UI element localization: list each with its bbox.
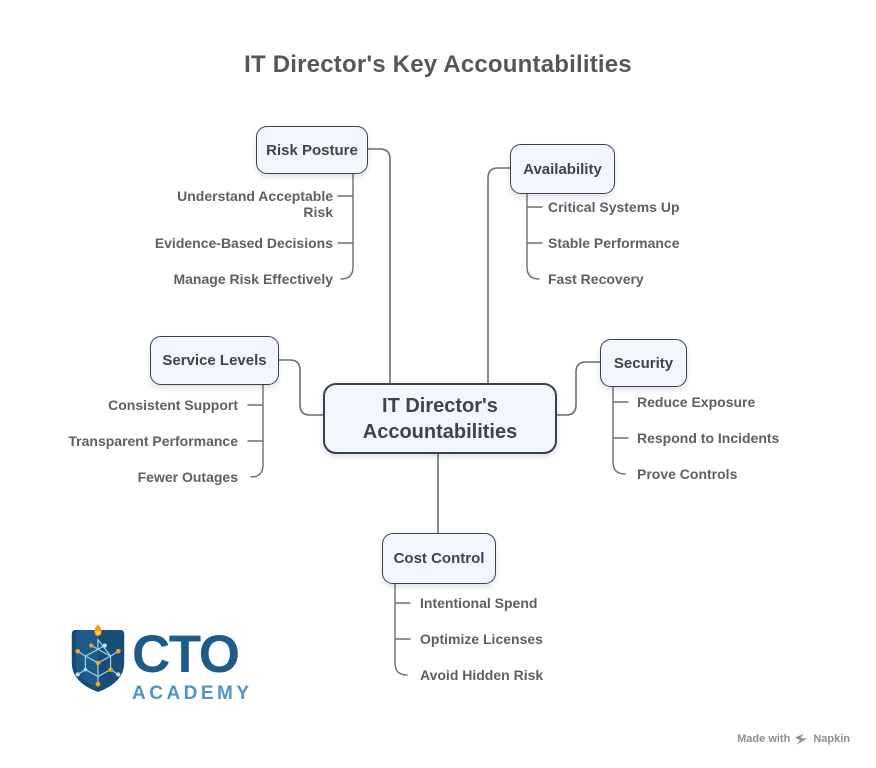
sub-item: Fast Recovery (548, 271, 644, 287)
center-node: IT Director's Accountabilities (323, 383, 557, 454)
connector-availability (487, 167, 511, 384)
logo-wordmark: CTO ACADEMY (132, 628, 253, 703)
sub-item: Manage Risk Effectively (173, 271, 333, 287)
sub-item: Consistent Support (108, 397, 238, 413)
spine-security (612, 384, 629, 475)
branch-node-risk-posture: Risk Posture (256, 126, 368, 174)
logo-line-academy: ACADEMY (132, 683, 253, 704)
connector-risk-posture (365, 148, 391, 384)
sub-item: Optimize Licenses (420, 631, 543, 647)
branch-node-service-levels: Service Levels (150, 336, 279, 385)
made-with-text: Made with (737, 733, 791, 745)
branch-node-security: Security (600, 339, 687, 387)
circuit-shield-icon (71, 624, 125, 692)
sub-item: Respond to Incidents (637, 430, 780, 446)
logo-line-cto: CTO (132, 625, 240, 684)
sub-item: Avoid Hidden Risk (420, 667, 544, 683)
cto-academy-logo: CTO ACADEMY (68, 620, 278, 710)
branch-label: Availability (523, 160, 602, 178)
diagram-title: IT Director's Key Accountabilities (244, 51, 632, 78)
sub-item: Transparent Performance (68, 433, 238, 449)
spine-risk-posture (337, 171, 354, 280)
branch-label: Risk Posture (266, 141, 358, 159)
branch-label: Service Levels (162, 352, 267, 369)
sub-item: Reduce Exposure (637, 394, 756, 410)
branch-label: Security (613, 354, 674, 372)
branch-node-cost-control: Cost Control (382, 533, 496, 584)
sub-item: Intentional Spend (420, 595, 538, 611)
sub-item: Prove Controls (637, 466, 738, 482)
connector-security (552, 361, 601, 416)
spine-cost-control (394, 581, 411, 676)
sub-item: Stable Performance (548, 235, 680, 251)
napkin-icon (795, 733, 808, 744)
napkin-brand-text: Napkin (813, 733, 850, 745)
made-with-napkin: Made with Napkin (737, 733, 850, 745)
sub-item: Fewer Outages (137, 469, 238, 485)
spine-availability (526, 191, 543, 280)
center-node-label: IT Director's Accountabilities (362, 394, 518, 443)
branch-node-availability: Availability (510, 144, 615, 194)
connector-service-levels (276, 359, 324, 416)
spine-service-levels (247, 382, 264, 478)
sub-item: Critical Systems Up (548, 199, 680, 215)
sub-item: Evidence-Based Decisions (154, 235, 333, 251)
branch-label: Cost Control (393, 550, 485, 567)
sub-item: Understand Acceptable Risk (177, 188, 333, 220)
